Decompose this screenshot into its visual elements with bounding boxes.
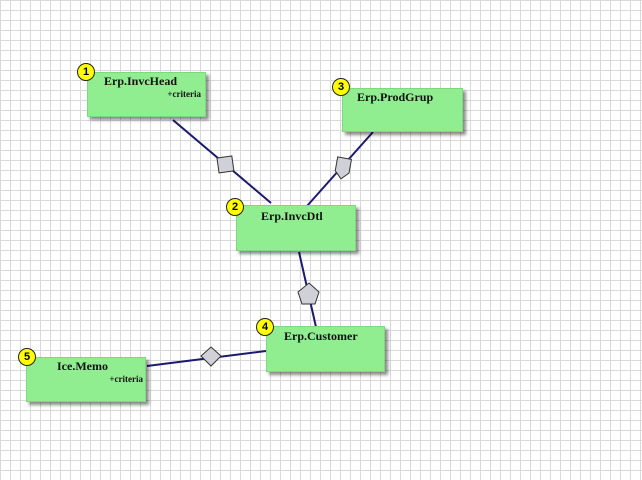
join-diamond-icon[interactable]	[216, 155, 235, 174]
link-invcdtl-customer[interactable]	[298, 251, 317, 328]
table-node-title: Erp.InvcDtl	[261, 209, 323, 223]
table-node-title: Erp.Customer	[284, 329, 358, 343]
join-diamond-icon[interactable]	[334, 156, 353, 180]
link-memo-customer[interactable]	[146, 350, 267, 367]
node-number-badge: 2	[226, 198, 244, 216]
link-invchead-invcdtl[interactable]	[172, 119, 272, 204]
link-prodgrup-invcdtl[interactable]	[306, 131, 374, 207]
node-number-badge: 1	[77, 63, 95, 81]
node-number-badge: 4	[256, 318, 274, 336]
table-node-invcdtl[interactable]: Erp.InvcDtl	[236, 205, 356, 251]
table-node-memo[interactable]: Ice.Memo +criteria	[26, 357, 146, 402]
table-node-criteria: +criteria	[109, 374, 143, 384]
table-node-criteria: +criteria	[167, 89, 201, 99]
table-node-title: Erp.InvcHead	[104, 74, 178, 88]
table-node-title: Ice.Memo	[57, 359, 108, 373]
table-node-customer[interactable]: Erp.Customer	[266, 326, 385, 372]
join-diamond-icon[interactable]	[297, 282, 320, 305]
table-node-invchead[interactable]: Erp.InvcHead +criteria	[87, 72, 206, 117]
table-node-prodgrup[interactable]: Erp.ProdGrup	[342, 88, 463, 132]
node-number-badge: 3	[332, 78, 350, 96]
join-diamond-icon[interactable]	[200, 346, 222, 367]
node-number-badge: 5	[18, 348, 36, 366]
table-node-title: Erp.ProdGrup	[357, 90, 434, 104]
